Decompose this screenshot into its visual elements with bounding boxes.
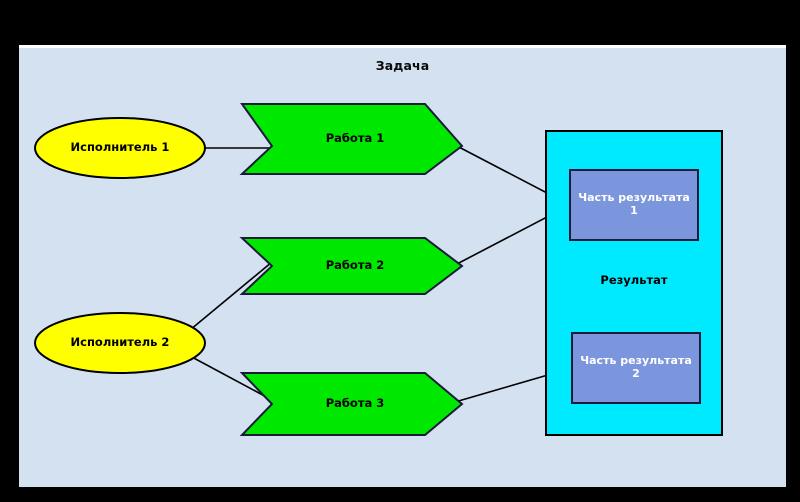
work-2-shape[interactable] [239,237,464,295]
performer-2-label: Исполнитель 2 [70,335,170,350]
work-1-label: Работа 1 [325,131,385,146]
panel-top-rule [19,45,786,48]
work-3-label: Работа 3 [325,396,385,411]
performer-2-shape[interactable] [34,312,206,374]
result-part-1-line1: Часть результата [578,191,690,205]
work-1-shape[interactable] [239,103,464,175]
result-part-2-line2: 2 [632,367,640,380]
result-part-1-box[interactable] [569,169,699,241]
work-2-label: Работа 2 [325,258,385,273]
work-3-shape[interactable] [239,372,464,436]
connector-performer2-work3 [189,355,273,401]
result-part-2-line1: Часть результата [580,354,692,368]
connector-performer2-work2 [189,261,273,331]
result-label: Результат [600,273,668,288]
performer-1-shape[interactable] [34,117,206,179]
result-part-2-label: Часть результата 2 [572,345,700,391]
page-title: Задача [375,58,430,73]
result-part-2-box[interactable] [571,332,701,404]
result-part-1-line2: 1 [630,204,638,217]
performer-1-label: Исполнитель 1 [70,140,170,155]
result-part-1-label: Часть результата 1 [570,182,698,228]
